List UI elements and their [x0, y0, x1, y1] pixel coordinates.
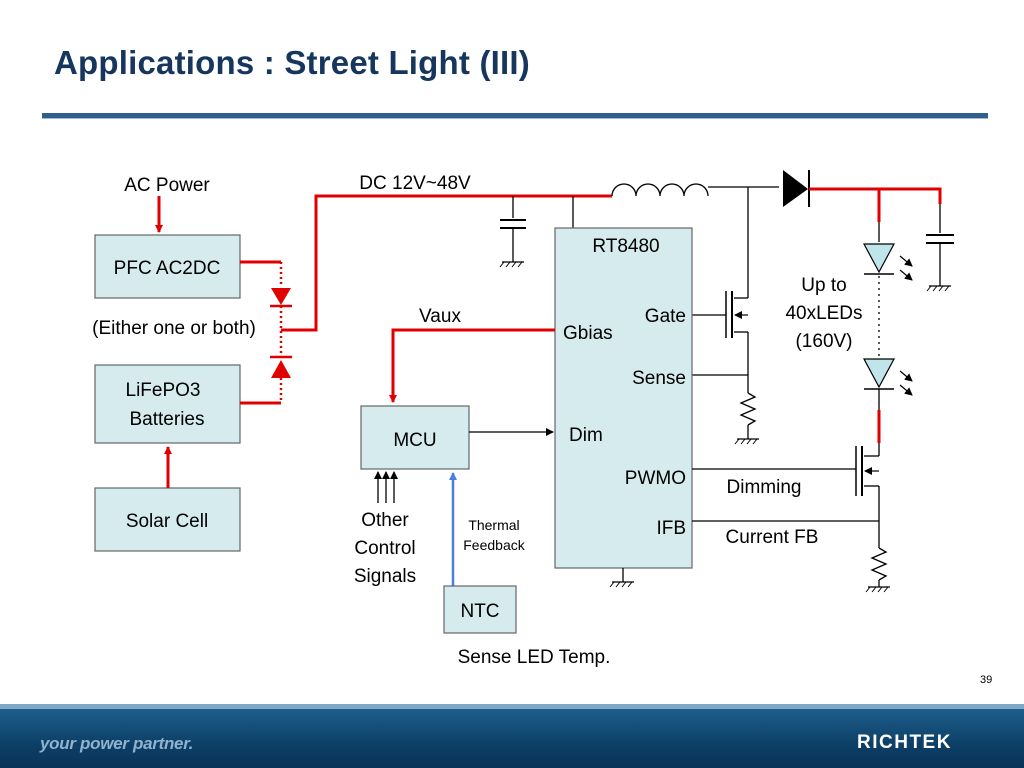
dc-range-label: DC 12V~48V — [359, 173, 471, 194]
pfc-block-label: PFC AC2DC — [114, 258, 221, 279]
sense-led-temp-label: Sense LED Temp. — [458, 647, 611, 668]
battery-label-line2: Batteries — [130, 409, 205, 430]
ntc-label: NTC — [460, 601, 499, 622]
pfc-or-diode — [271, 288, 291, 305]
led-supply-wire — [809, 187, 942, 204]
other-signals-line3: Signals — [354, 566, 416, 587]
pin-gbias-label: Gbias — [563, 323, 613, 344]
pin-ifb-label: IFB — [656, 518, 686, 539]
battery-block — [94, 364, 241, 444]
battery-or-diode — [271, 360, 291, 378]
either-label: (Either one or both) — [92, 318, 256, 339]
current-fb-label: Current FB — [726, 527, 819, 548]
led-bottom — [862, 358, 896, 389]
footer-highlight — [0, 704, 1024, 709]
pin-sense-label: Sense — [632, 368, 686, 389]
title-divider — [42, 113, 988, 119]
pin-gate-label: Gate — [645, 306, 686, 327]
page-title: Applications : Street Light (III) — [54, 44, 530, 81]
footer-bar — [0, 709, 1024, 768]
dc-bus-wire — [281, 194, 612, 332]
pin-pwmo-label: PWMO — [625, 468, 686, 489]
other-signals-line1: Other — [361, 510, 409, 531]
ac-power-label: AC Power — [124, 175, 210, 196]
boost-sense-resistor — [739, 392, 757, 426]
leds-label-line1: Up to — [801, 275, 846, 296]
mcu-block — [360, 405, 470, 470]
richtek-logo: RICHTEK — [857, 732, 952, 753]
led-top — [862, 243, 896, 274]
inductor — [611, 183, 709, 197]
leds-label-line2: 40xLEDs — [785, 303, 862, 324]
block-diagram: AC Power PFC AC2DC (Either one or both) … — [92, 170, 954, 668]
leds-label-line3: (160V) — [795, 331, 852, 352]
solar-cell-block — [94, 487, 241, 552]
vaux-label: Vaux — [419, 306, 461, 327]
solar-cell-label: Solar Cell — [126, 511, 208, 532]
output-diode — [783, 170, 808, 207]
ntc-block — [443, 585, 517, 634]
ic-name-label: RT8480 — [592, 236, 659, 257]
pfc-block — [94, 234, 241, 299]
thermal-feedback-line2: Feedback — [463, 537, 525, 553]
page-number: 39 — [980, 674, 993, 686]
battery-label-line1: LiFePO3 — [126, 380, 201, 401]
other-signals-line2: Control — [354, 538, 415, 559]
footer-tagline: your power partner. — [40, 734, 194, 753]
rt8480-ic — [554, 227, 693, 569]
mcu-label: MCU — [393, 430, 436, 451]
pin-dim-label: Dim — [569, 425, 603, 446]
vaux-wire — [389, 328, 555, 403]
dimming-label: Dimming — [727, 477, 802, 498]
thermal-feedback-line1: Thermal — [468, 517, 519, 533]
